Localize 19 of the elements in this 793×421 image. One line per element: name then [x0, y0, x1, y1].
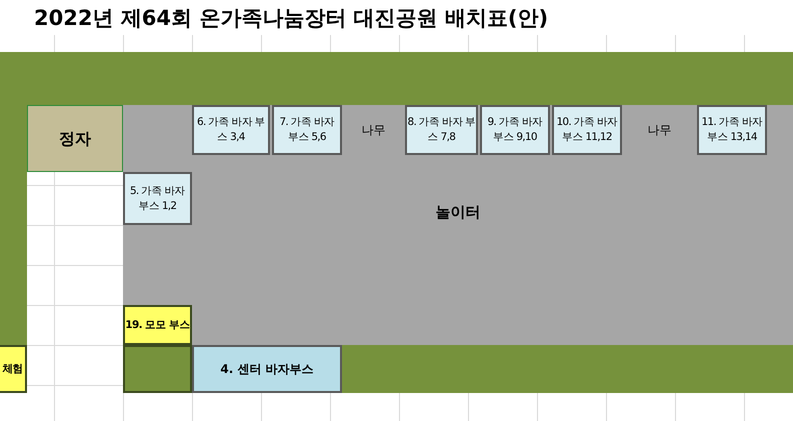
booth: 10. 가족 바자 부스 11,12	[552, 105, 622, 155]
booth: 11. 가족 바자 부스 13,14	[697, 105, 767, 155]
booth: 9. 가족 바자 부스 9,10	[480, 105, 550, 155]
lawn-band	[0, 105, 27, 345]
booth: 8. 가족 바자 부스 7,8	[405, 105, 478, 155]
booth: 5. 가족 바자 부스 1,2	[123, 172, 192, 225]
booth: 4. 센터 바자부스	[192, 345, 342, 393]
pavilion-area: 정자	[27, 105, 123, 172]
lawn-band	[0, 52, 793, 105]
area-label: 놀이터	[434, 205, 482, 220]
booth: 6. 가족 바자 부스 3,4	[192, 105, 270, 155]
lawn-band	[342, 345, 793, 393]
booth: 체험	[0, 345, 27, 393]
tree-label: 나무	[646, 122, 672, 138]
lawn-plot	[123, 345, 192, 393]
tree-label: 나무	[360, 122, 386, 138]
booth: 7. 가족 바자 부스 5,6	[272, 105, 342, 155]
title: 2022년 제64회 온가족나눔장터 대진공원 배치표(안)	[0, 0, 793, 35]
booth: 19. 모모 부스	[123, 305, 192, 345]
